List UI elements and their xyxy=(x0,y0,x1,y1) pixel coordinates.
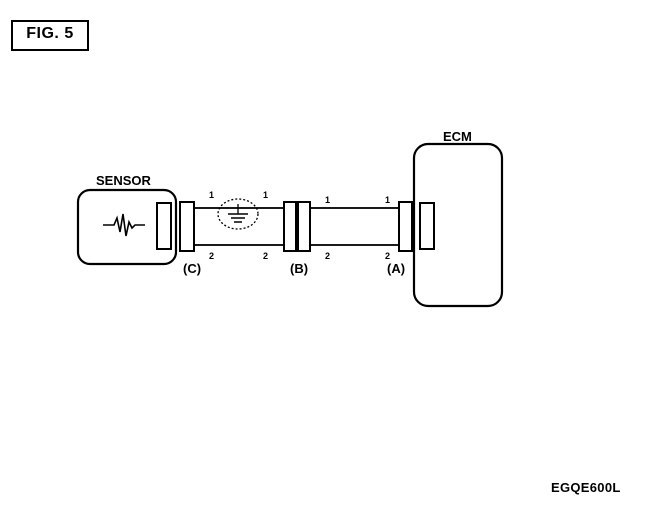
connector-b-left xyxy=(283,201,297,252)
figure-label: FIG. 5 xyxy=(26,25,74,42)
waveform-icon xyxy=(103,213,145,237)
connector-b-label: (B) xyxy=(290,261,308,276)
ground-symbol-icon xyxy=(217,198,259,230)
pin-c-2: 2 xyxy=(209,251,214,261)
connector-a-label: (A) xyxy=(387,261,405,276)
connector-a xyxy=(398,201,413,252)
ecm-label: ECM xyxy=(443,129,472,144)
pin-b-right-2: 2 xyxy=(325,251,330,261)
sensor-label: SENSOR xyxy=(96,173,152,188)
connector-c-label: (C) xyxy=(183,261,201,276)
pin-b-right-1: 1 xyxy=(325,195,330,205)
sensor-box xyxy=(76,188,178,266)
connector-c xyxy=(179,201,195,252)
harness-b-a xyxy=(309,207,400,246)
pin-b-left-2: 2 xyxy=(263,251,268,261)
ecm-connector xyxy=(419,202,435,250)
pin-c-1: 1 xyxy=(209,190,214,200)
figure-label-box: FIG. 5 xyxy=(11,20,89,51)
ecm-box xyxy=(412,142,504,308)
pin-b-left-1: 1 xyxy=(263,190,268,200)
pin-a-2: 2 xyxy=(385,251,390,261)
connector-b-right xyxy=(297,201,311,252)
image-code: EGQE600L xyxy=(551,480,621,495)
pin-a-1: 1 xyxy=(385,195,390,205)
sensor-connector xyxy=(156,202,172,250)
